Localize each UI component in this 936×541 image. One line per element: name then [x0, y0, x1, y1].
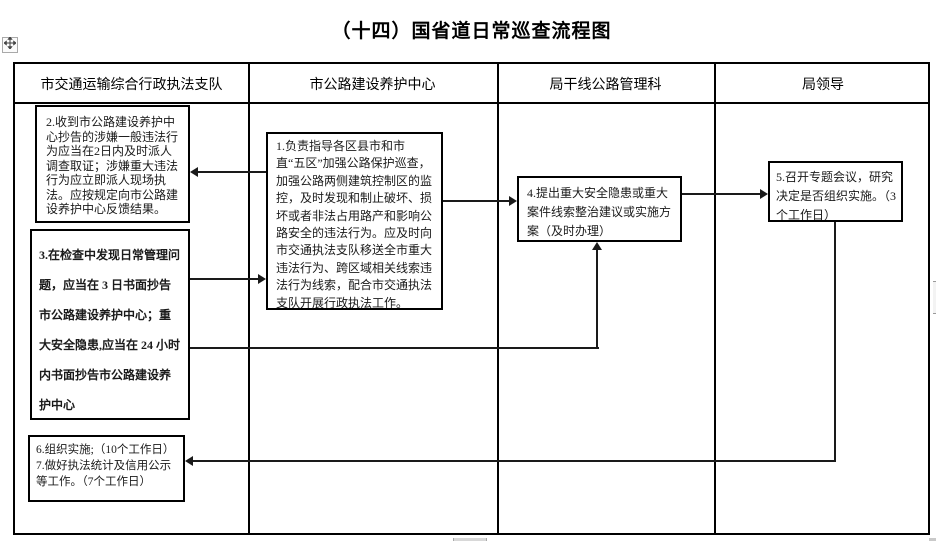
- column-divider-1: [248, 64, 250, 533]
- connector-line: [197, 171, 266, 173]
- lane-header-maintenance-center: 市公路建设养护中心: [309, 76, 436, 92]
- arrowhead-left-icon: [185, 456, 193, 466]
- flow-box-4-propose-plan: 4.提出重大安全隐患或重大案件线索整治建议或实施方案（及时办理）: [517, 176, 682, 242]
- flow-box-6-line-2: 7.做好执法统计及信用公示等工作。（7个工作日）: [36, 460, 172, 488]
- flow-box-1-guide-patrol: 1.负责指导各区县市和市直“五区”加强公路保护巡查，加强公路两侧建筑控制区的监控…: [266, 132, 443, 310]
- flow-box-1-text: 1.负责指导各区县市和市直“五区”加强公路保护巡查，加强公路两侧建筑控制区的监控…: [276, 139, 433, 310]
- flow-box-2-text: 2.收到市公路建设养护中心抄告的涉嫌一般违法行为应当在2日内及时派人调查取证；涉…: [46, 115, 179, 216]
- arrowhead-right-icon: [760, 189, 768, 199]
- header-row: [15, 64, 928, 104]
- scrollbar-fragment[interactable]: [933, 281, 936, 314]
- connector-line: [190, 278, 258, 280]
- flow-box-5-special-meeting: 5.召开专题会议，研究决定是否组织实施。（3个工作日）: [768, 161, 903, 222]
- arrowhead-right-icon: [258, 274, 266, 284]
- column-divider-2: [497, 64, 499, 533]
- lane-header-trunk-road-section: 局干线公路管理科: [549, 76, 662, 92]
- connector-line: [682, 193, 760, 195]
- flow-box-6-line-1: 6.组织实施;（10个工作日）: [36, 444, 175, 456]
- table-move-handle[interactable]: [2, 36, 18, 54]
- arrowhead-left-icon: [190, 167, 198, 177]
- move-cursor-icon: [3, 36, 17, 54]
- flow-box-2-receive-report: 2.收到市公路建设养护中心抄告的涉嫌一般违法行为应当在2日内及时派人调查取证；涉…: [35, 105, 190, 223]
- lane-header-bureau-leaders: 局领导: [802, 76, 844, 92]
- flow-box-3-inspection-findings: 3.在检查中发现日常管理问题，应当在 3 日书面抄告市公路建设养护中心；重大安全…: [30, 229, 190, 420]
- flow-box-3-text: 3.在检查中发现日常管理问题，应当在 3 日书面抄告市公路建设养护中心；重大安全…: [39, 248, 181, 412]
- arrowhead-up-icon: [592, 242, 602, 250]
- bottom-corner-fragment: [929, 538, 936, 541]
- column-divider-3: [714, 64, 716, 533]
- connector-line-vertical: [596, 249, 598, 349]
- connector-line-horizontal: [192, 460, 836, 462]
- connector-line-horizontal: [190, 347, 599, 349]
- connector-line: [443, 200, 509, 202]
- flow-box-4-text: 4.提出重大安全隐患或重大案件线索整治建议或实施方案（及时办理）: [527, 186, 672, 238]
- connector-line-vertical: [834, 222, 836, 462]
- flow-box-5-text: 5.召开专题会议，研究决定是否组织实施。（3个工作日）: [776, 170, 897, 222]
- lane-header-enforcement-detachment: 市交通运输综合行政执法支队: [40, 76, 223, 92]
- flow-box-6-implementation: 6.组织实施;（10个工作日） 7.做好执法统计及信用公示等工作。（7个工作日）: [28, 435, 185, 502]
- bottom-ui-fragment: [453, 538, 487, 541]
- swimlane-table: 市交通运输综合行政执法支队 市公路建设养护中心 局干线公路管理科 局领导: [13, 62, 930, 535]
- page-title: （十四）国省道日常巡查流程图: [331, 21, 612, 42]
- arrowhead-right-icon: [509, 196, 517, 206]
